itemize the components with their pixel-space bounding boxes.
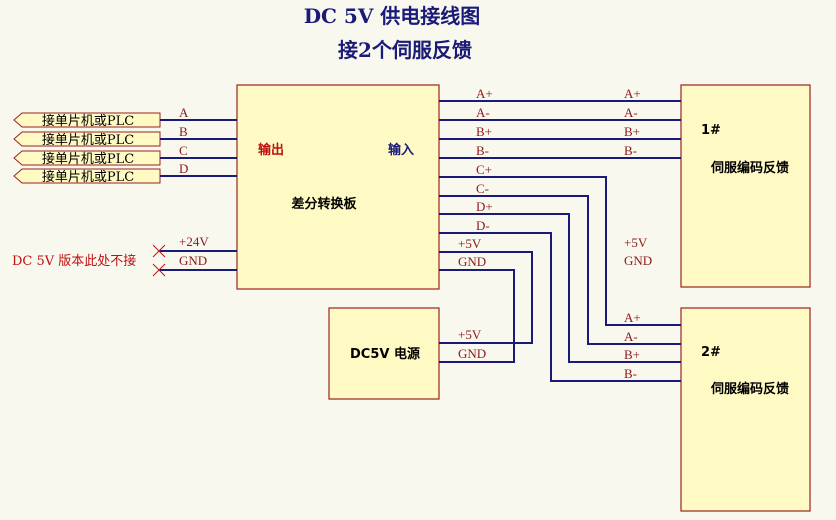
signal-label: C: [179, 143, 188, 158]
converter-output-label: 输出: [258, 142, 284, 158]
pin-label: GND: [624, 253, 652, 268]
pin-label: B-: [624, 143, 637, 158]
connector-b: 接单片机或PLC B: [13, 124, 237, 148]
wire-gnd-loop: [439, 269, 515, 363]
wire-c-minus-servo2: [439, 195, 681, 345]
pin-label: +5V: [458, 327, 482, 342]
wire-d-plus-servo2: [439, 213, 681, 363]
pin-label: B+: [624, 124, 640, 139]
pin-24v-label: +24V: [179, 234, 209, 249]
pin-label: GND: [458, 254, 486, 269]
pin-label: A-: [476, 105, 490, 120]
converter-input-label: 输入: [388, 142, 414, 158]
pin-label: GND: [458, 346, 486, 361]
pin-label: A-: [624, 329, 638, 344]
pin-label: C+: [476, 162, 492, 177]
pin-label: +5V: [458, 236, 482, 251]
wire-c-plus-servo2: [439, 176, 681, 326]
connector-label: 接单片机或PLC: [42, 132, 134, 148]
servo2-name: 伺服编码反馈: [710, 381, 789, 397]
pin-label: C-: [476, 181, 489, 196]
pin-label: B-: [476, 143, 489, 158]
pin-label: B+: [624, 347, 640, 362]
pin-label: D+: [476, 199, 493, 214]
wire-5v-loop: [439, 251, 533, 344]
connector-label: 接单片机或PLC: [42, 113, 134, 129]
connector-label: 接单片机或PLC: [42, 151, 134, 167]
pin-label: +5V: [624, 235, 648, 250]
power-supply-name: DC5V 电源: [350, 346, 420, 362]
servo2-box: [680, 307, 811, 512]
pin-label: A+: [624, 86, 641, 101]
pin-label: D-: [476, 218, 490, 233]
servo2-id: 2#: [701, 345, 721, 360]
pin-label: A+: [476, 86, 493, 101]
wire-d-minus-servo2: [439, 232, 681, 382]
diagram-title: DC 5V 供电接线图: [304, 4, 481, 28]
connector-a: 接单片机或PLC A: [13, 105, 237, 129]
signal-label: B: [179, 124, 188, 139]
converter-name: 差分转换板: [291, 196, 357, 212]
pin-label: A+: [624, 310, 641, 325]
servo1-name: 伺服编码反馈: [710, 160, 789, 176]
no-connect-mark: [152, 244, 166, 277]
not-connected-note: DC 5V 版本此处不接: [12, 253, 136, 269]
pin-gnd-in-label: GND: [179, 253, 207, 268]
diagram-subtitle: 接2个伺服反馈: [338, 38, 472, 62]
servo1-box: [680, 84, 811, 288]
pin-label: B+: [476, 124, 492, 139]
pin-label: A-: [624, 105, 638, 120]
connector-c: 接单片机或PLC C: [13, 143, 237, 167]
signal-label: A: [179, 105, 189, 120]
converter-board: [236, 84, 440, 290]
pin-label: B-: [624, 366, 637, 381]
connector-label: 接单片机或PLC: [42, 169, 134, 185]
power-supply-box: [328, 307, 440, 400]
servo1-id: 1#: [701, 123, 721, 138]
signal-label: D: [179, 161, 188, 176]
connector-d: 接单片机或PLC D: [13, 161, 237, 185]
